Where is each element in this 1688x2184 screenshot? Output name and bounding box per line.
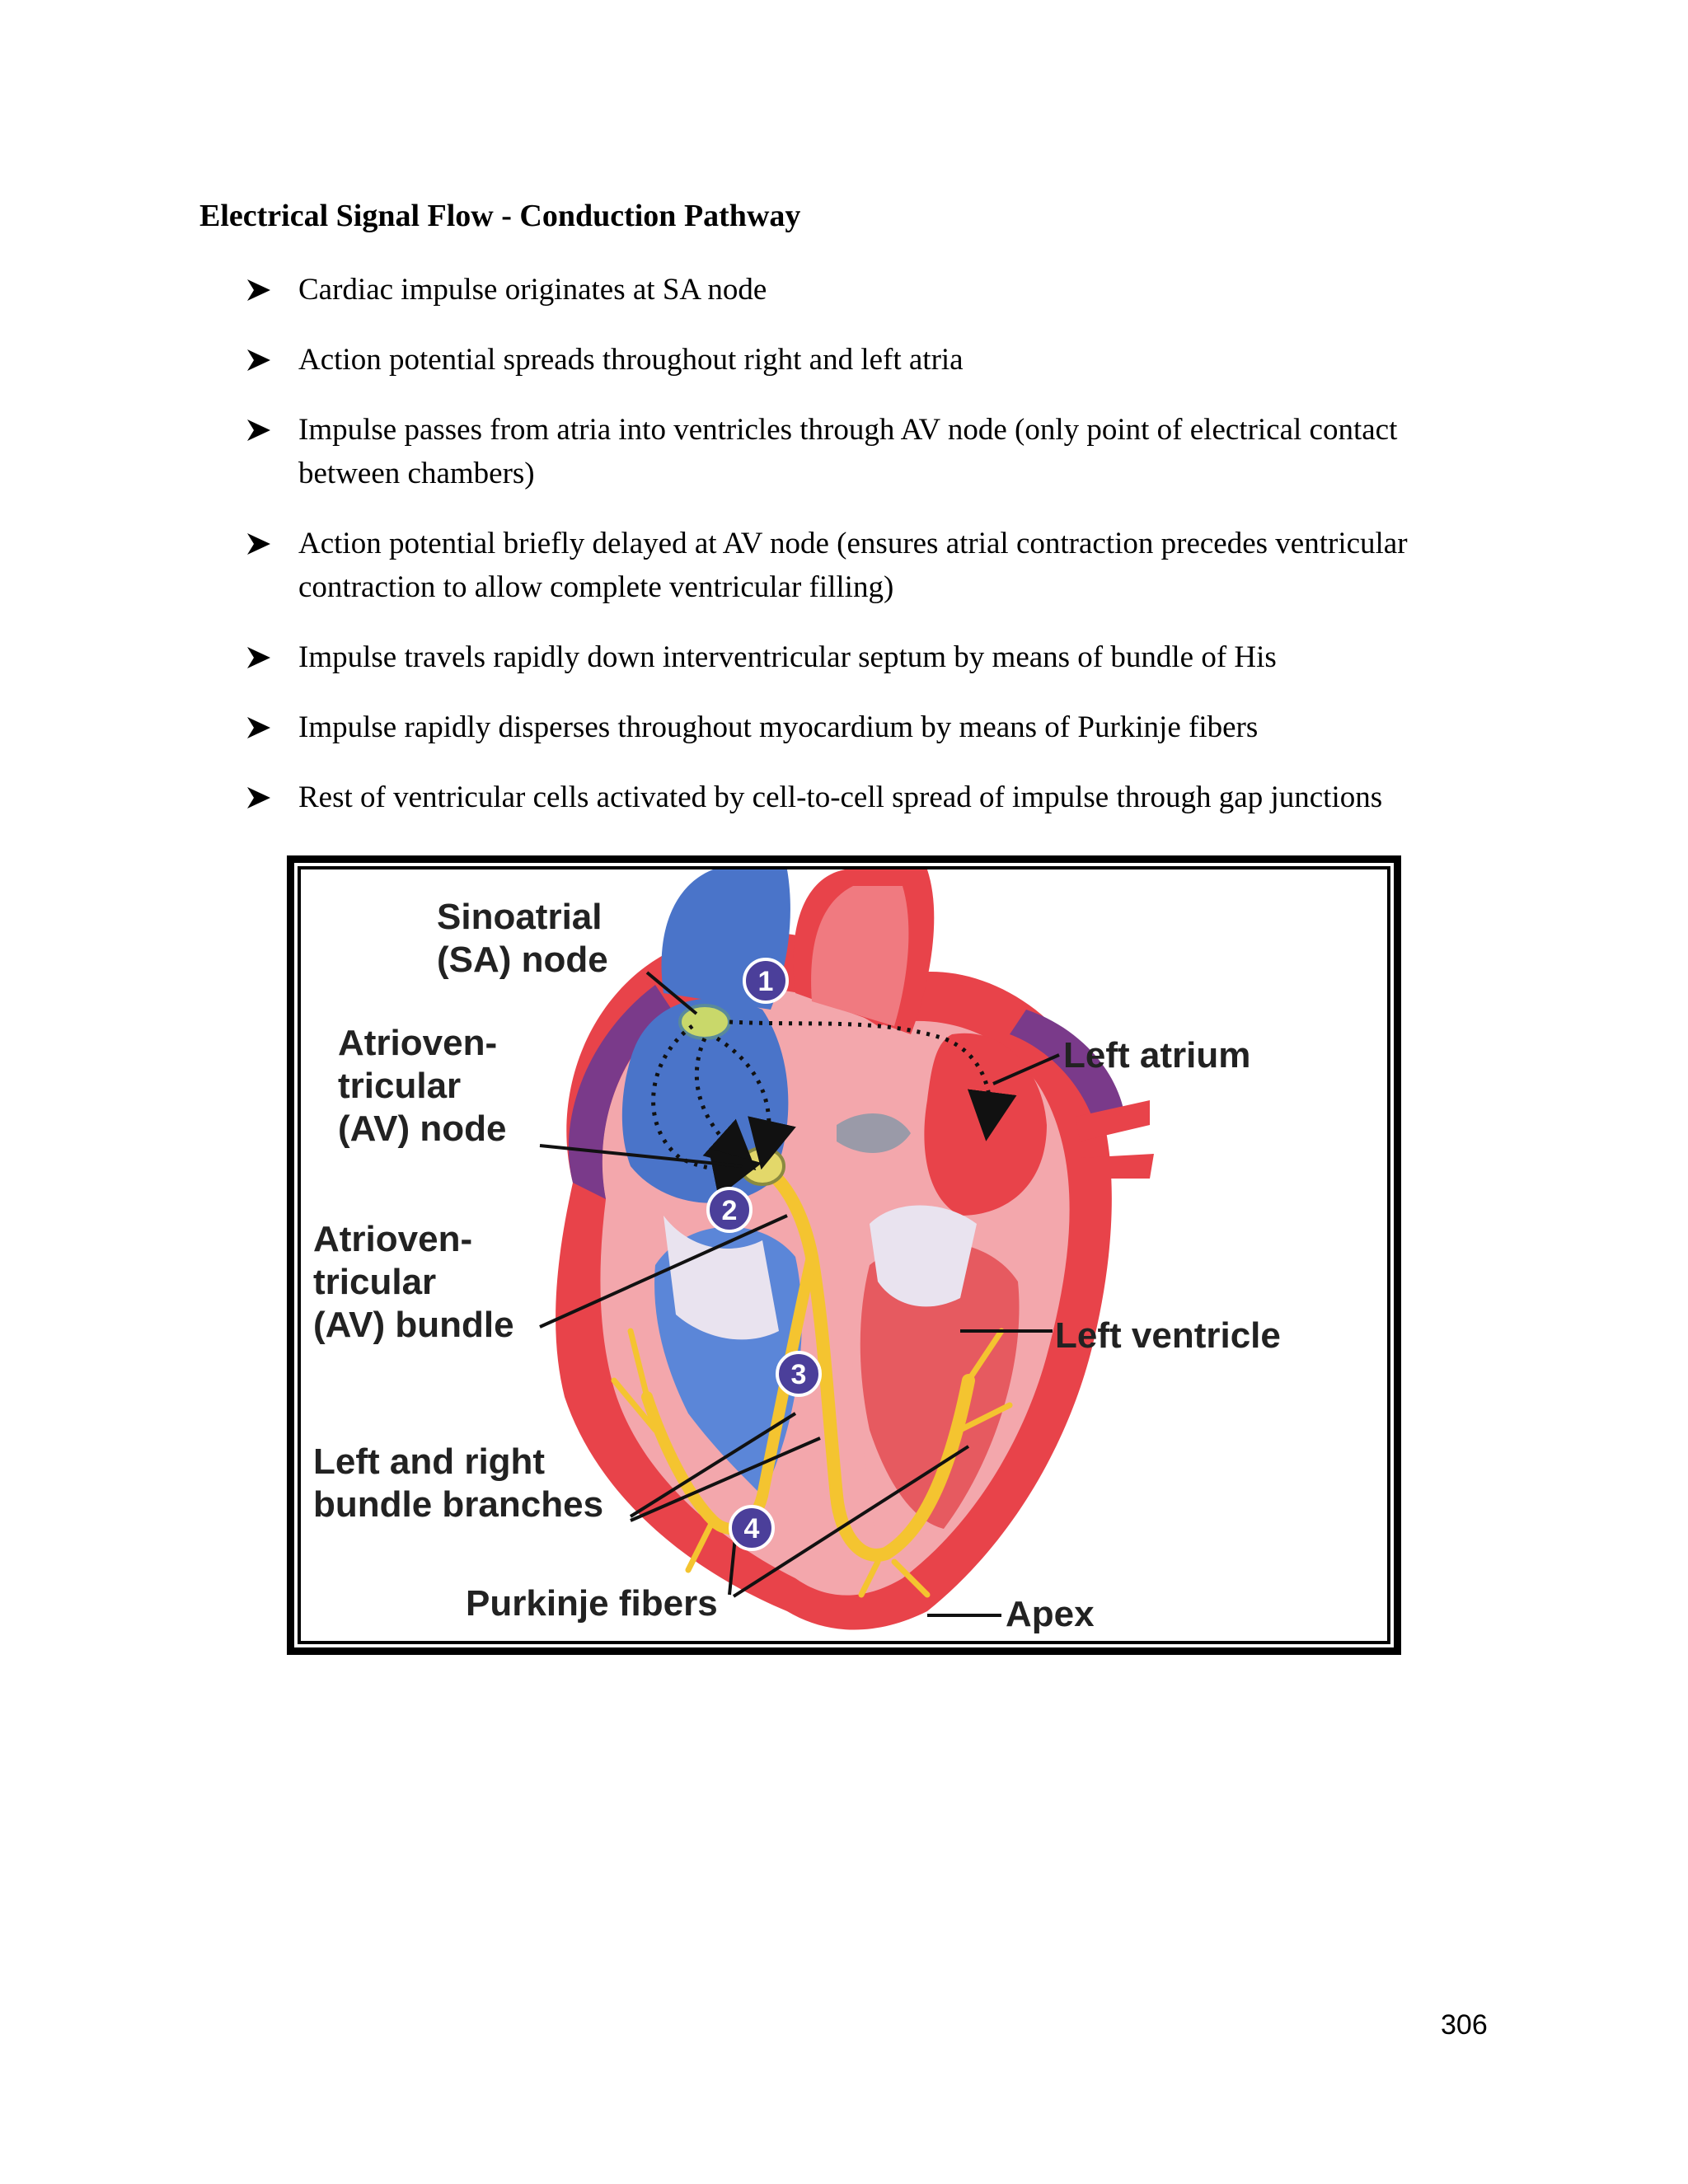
arrow-bullet-icon	[247, 419, 270, 441]
arrow-bullet-icon	[247, 533, 270, 555]
step-badge-4: 4	[729, 1505, 775, 1551]
bullet-text: Impulse passes from atria into ventricle…	[298, 413, 1398, 490]
bullet-item: Impulse travels rapidly down interventri…	[247, 635, 1500, 679]
label-av-node: tricular	[338, 1066, 461, 1106]
bullet-item: Rest of ventricular cells activated by c…	[247, 776, 1500, 819]
label-sa-node: (SA) node	[437, 940, 608, 980]
label-purkinje-fibers: Purkinje fibers	[466, 1583, 718, 1624]
arrow-bullet-icon	[247, 717, 270, 738]
bullet-text: Impulse rapidly disperses throughout myo…	[298, 710, 1259, 744]
step-badge-3: 3	[776, 1351, 822, 1397]
figure-frame: 1 2 3 4 Sinoatrial (SA) node Atrioven-	[298, 866, 1390, 1644]
av-node	[739, 1146, 785, 1186]
bullet-item: Impulse passes from atria into ventricle…	[247, 408, 1500, 495]
label-av-bundle: Atrioven-	[313, 1219, 472, 1259]
mitral-valve	[870, 1205, 977, 1307]
impulse-path-dotted	[694, 1037, 757, 1171]
step-badge-1: 1	[743, 958, 789, 1004]
bullet-text: Rest of ventricular cells activated by c…	[298, 780, 1383, 814]
aortic-valve	[837, 1113, 911, 1153]
label-av-bundle: tricular	[313, 1262, 436, 1302]
heart-conduction-figure: 1 2 3 4 Sinoatrial (SA) node Atrioven-	[287, 855, 1401, 1655]
bullet-text: Action potential briefly delayed at AV n…	[298, 527, 1408, 604]
sa-node	[678, 1004, 731, 1040]
leader-line-bundle-branches	[630, 1436, 821, 1522]
label-left-atrium: Left atrium	[1063, 1035, 1250, 1076]
tricuspid-valve	[663, 1216, 779, 1340]
label-apex: Apex	[1006, 1594, 1095, 1634]
bullet-list: Cardiac impulse originates at SA node Ac…	[247, 268, 1500, 846]
label-bundle-branches: bundle branches	[313, 1484, 603, 1525]
step-number: 4	[744, 1513, 760, 1544]
bullet-item: Impulse rapidly disperses throughout myo…	[247, 705, 1500, 749]
leader-line-left-atrium	[992, 1053, 1060, 1085]
label-left-ventricle: Left ventricle	[1055, 1315, 1281, 1356]
pulmonary-veins	[1076, 1100, 1154, 1179]
left-ventricle	[860, 1242, 1020, 1529]
page-number: 306	[1441, 2009, 1488, 2041]
bullet-item: Cardiac impulse originates at SA node	[247, 268, 1500, 312]
label-av-node: (AV) node	[338, 1108, 507, 1149]
label-sa-node: Sinoatrial	[437, 897, 603, 937]
heart-diagram: 1 2 3 4 Sinoatrial (SA) node Atrioven-	[313, 869, 1281, 1634]
leader-line-av-bundle	[539, 1214, 788, 1329]
pericardium-left	[568, 985, 672, 1199]
label-bundle-branches: Left and right	[313, 1441, 545, 1482]
bullet-text: Impulse travels rapidly down interventri…	[298, 640, 1277, 674]
step-number: 1	[758, 966, 774, 997]
bullet-item: Action potential briefly delayed at AV n…	[247, 522, 1500, 609]
leader-line-av-node	[539, 1144, 743, 1168]
step-number: 3	[791, 1359, 807, 1390]
av-bundle-path	[756, 1160, 975, 1562]
label-av-node: Atrioven-	[338, 1023, 497, 1063]
pericardium-right	[1010, 1010, 1125, 1117]
bullet-text: Cardiac impulse originates at SA node	[298, 273, 767, 307]
leader-line-purkinje	[732, 1445, 970, 1598]
leader-line-bundle-branches	[629, 1412, 797, 1518]
step-badge-2: 2	[706, 1187, 753, 1233]
section-heading: Electrical Signal Flow - Conduction Path…	[199, 199, 801, 233]
arrow-bullet-icon	[247, 349, 270, 371]
aortic-arch-highlight	[811, 886, 909, 1026]
arrow-bullet-icon	[247, 279, 270, 301]
impulse-path-dotted	[729, 1019, 1017, 1141]
bullet-text: Action potential spreads throughout righ…	[298, 343, 964, 377]
arrow-bullet-icon	[247, 647, 270, 668]
leader-line-sa-node	[645, 971, 698, 1015]
step-number: 2	[722, 1195, 738, 1226]
arrow-bullet-icon	[247, 787, 270, 808]
label-av-bundle: (AV) bundle	[313, 1305, 514, 1345]
bullet-item: Action potential spreads throughout righ…	[247, 338, 1500, 382]
purkinje-fibers-path	[611, 1328, 1013, 1598]
